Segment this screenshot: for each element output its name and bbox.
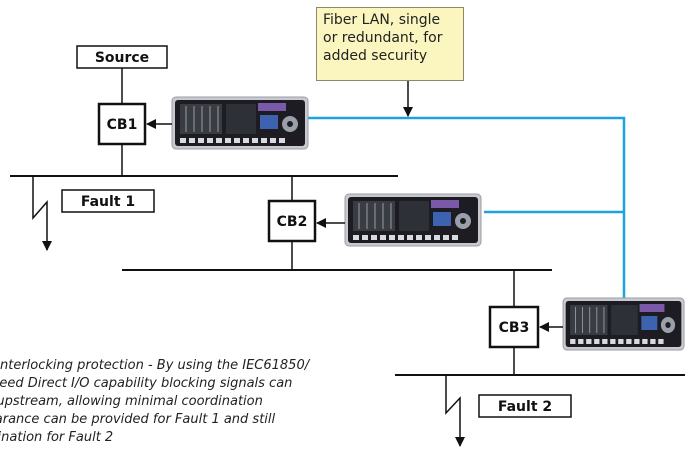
- relay-icon-cb2: [344, 193, 482, 247]
- caption-text: he interlocking protection - By using th…: [0, 357, 416, 447]
- relay-icon-cb3: [562, 297, 685, 351]
- cb3-breaker: CB3: [488, 305, 540, 349]
- source-label: Source: [95, 50, 149, 66]
- fault-1-label: Fault 1: [81, 194, 135, 210]
- fault-2-label: Fault 2: [498, 399, 552, 415]
- fault-2-lightning-icon: [445, 375, 465, 447]
- note-line-3: added security: [323, 48, 428, 64]
- note-line-2: or redundant, for: [323, 30, 443, 46]
- relay-icon-cb1: [171, 96, 309, 150]
- cb1-breaker: CB1: [97, 102, 147, 146]
- fiber-lan-note: Fiber LAN, single or redundant, for adde…: [316, 7, 464, 81]
- caption-line-5: ordination for Fault 2: [0, 430, 114, 445]
- fiber-lan-link: [308, 116, 626, 298]
- fault-1-lightning-icon: [32, 176, 52, 251]
- cb2-label: CB2: [277, 214, 308, 230]
- cb2-breaker: CB2: [267, 199, 317, 243]
- caption-line-3: ed upstream, allowing minimal coordinati…: [0, 394, 263, 409]
- caption-line-4: clearance can be provided for Fault 1 an…: [0, 412, 276, 427]
- caption-line-1: he interlocking protection - By using th…: [0, 358, 310, 373]
- cb3-label: CB3: [499, 320, 530, 336]
- note-line-1: Fiber LAN, single: [323, 12, 441, 28]
- fault-1-box: Fault 1: [61, 189, 155, 213]
- fault-2-box: Fault 2: [478, 394, 572, 418]
- caption-line-2: i-speed Direct I/O capability blocking s…: [0, 376, 293, 391]
- cb1-label: CB1: [107, 117, 138, 133]
- source-box: Source: [76, 45, 168, 69]
